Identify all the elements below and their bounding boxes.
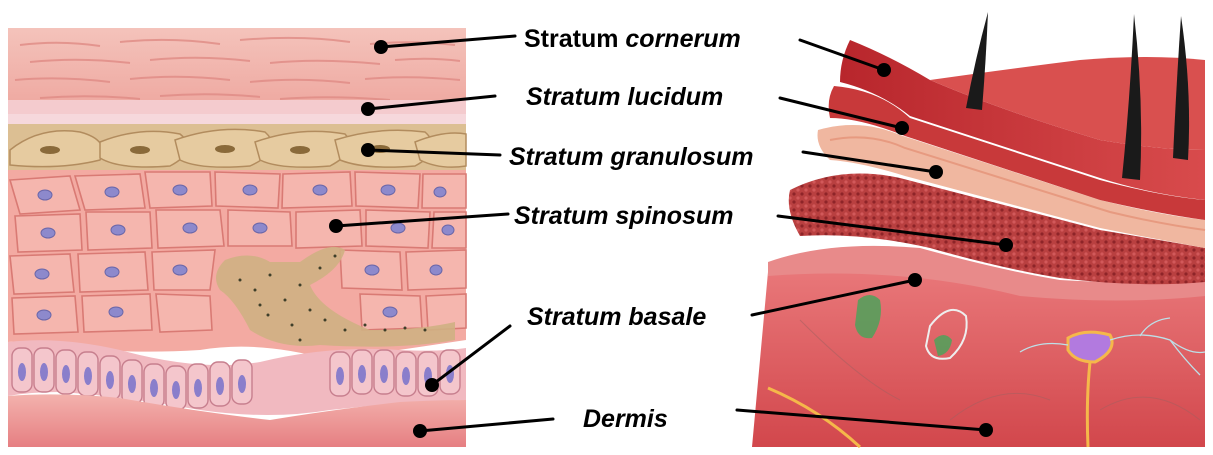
dot-granulosum-right — [929, 165, 943, 179]
dot-granulosum-left — [361, 143, 375, 157]
dot-dermis-left — [413, 424, 427, 438]
stratum-lucidum-layer — [8, 100, 466, 126]
label-stratum-lucidum: Stratum lucidum — [526, 85, 723, 110]
histology-section — [8, 28, 466, 447]
dot-corneum-right — [877, 63, 891, 77]
dot-corneum-left — [374, 40, 388, 54]
dot-basale-right — [908, 273, 922, 287]
label-spinosum-name: spinosum — [615, 202, 733, 230]
label-stratum-corneum: Stratum cornerum — [524, 27, 741, 52]
label-dermis-name: Dermis — [583, 405, 668, 433]
label-stratum-spinosum: Stratum spinosum — [514, 204, 733, 229]
label-basale-prefix: Stratum — [527, 303, 628, 331]
label-stratum-granulosum: Stratum granulosum — [509, 145, 753, 170]
dot-spinosum-left — [329, 219, 343, 233]
dot-basale-left — [425, 378, 439, 392]
label-corneum-prefix: Stratum — [524, 25, 625, 53]
granulosum-cells — [10, 129, 466, 167]
label-lucidum-prefix: Stratum — [526, 83, 627, 111]
dot-dermis-right — [979, 423, 993, 437]
dot-spinosum-right — [999, 238, 1013, 252]
dot-lucidum-right — [895, 121, 909, 135]
label-granulosum-name: granulosum — [610, 143, 753, 171]
label-granulosum-prefix: Stratum — [509, 143, 610, 171]
label-lucidum-name: lucidum — [627, 83, 723, 111]
label-corneum-name: cornerum — [625, 25, 740, 53]
label-spinosum-prefix: Stratum — [514, 202, 615, 230]
label-stratum-basale: Stratum basale — [527, 305, 706, 330]
label-basale-name: basale — [628, 303, 706, 331]
skin-3d-block — [752, 12, 1205, 447]
dot-lucidum-left — [361, 102, 375, 116]
label-dermis: Dermis — [583, 407, 668, 432]
